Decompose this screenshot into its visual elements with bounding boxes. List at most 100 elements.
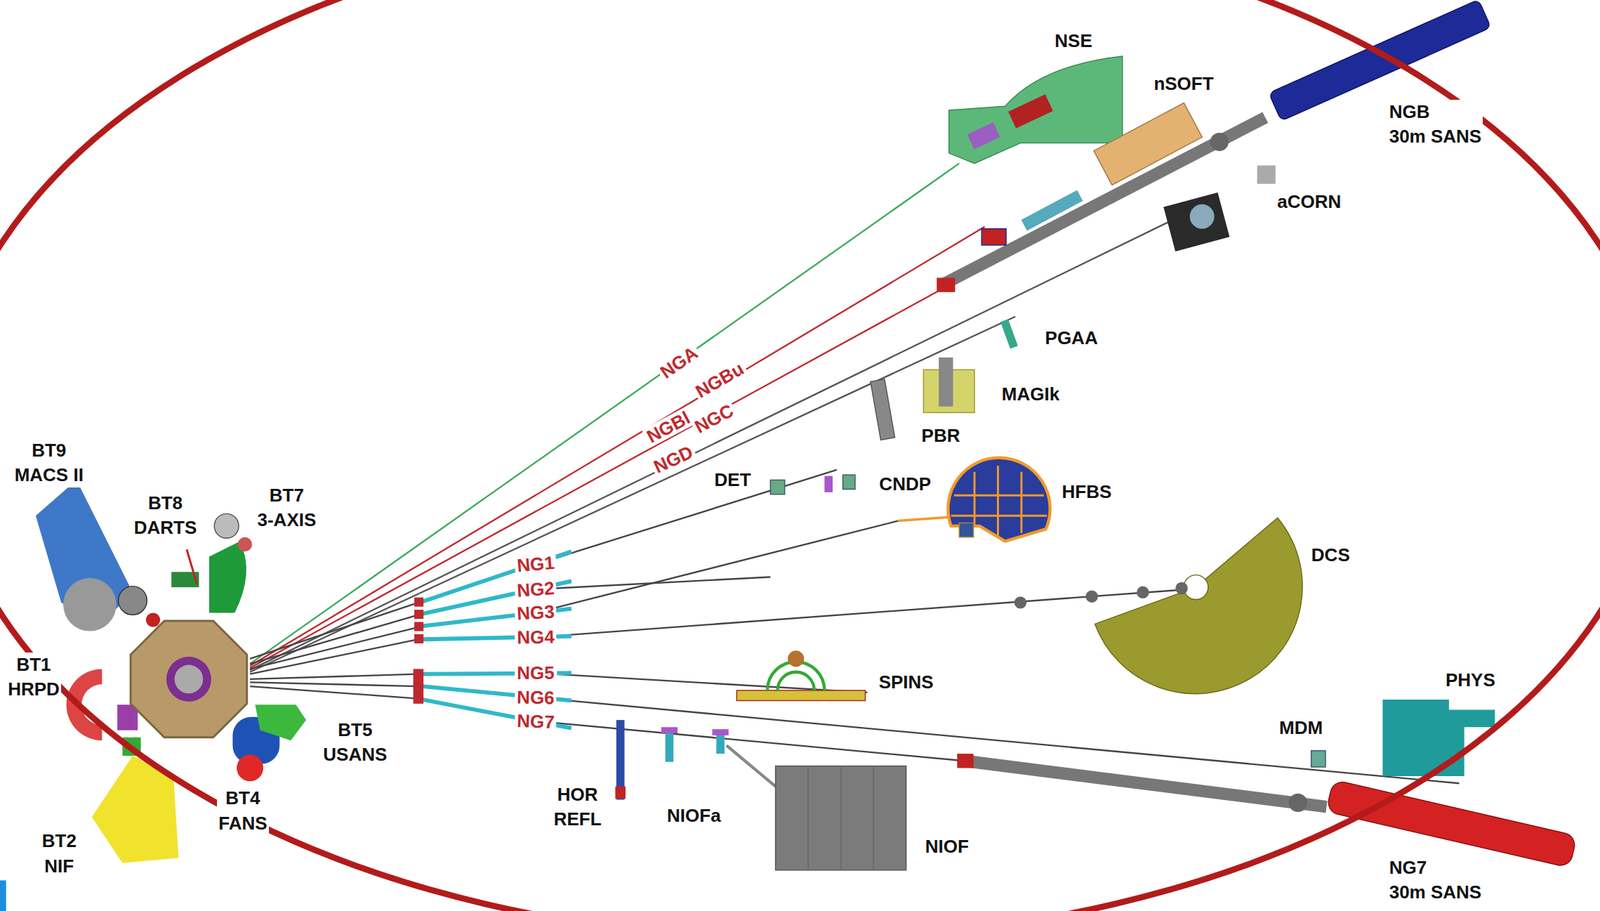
guide-flange — [1288, 793, 1308, 812]
instrument-name: BT9 — [13, 438, 85, 463]
guide-label: NGA — [654, 341, 703, 384]
instrument-label: SPINS — [877, 669, 936, 695]
instrument-name: CNDP — [877, 471, 933, 497]
guide-label: NG4 — [514, 626, 557, 648]
instrument-label: CNDP — [877, 471, 933, 497]
niof-panels — [808, 765, 874, 870]
bt4-spectrometer — [236, 754, 264, 782]
instrument-name: BT8 — [132, 490, 199, 516]
instrument-label: NGB30m SANS — [1387, 99, 1484, 149]
instrument-name: DET — [713, 467, 753, 493]
niofa-instrument — [716, 732, 725, 754]
shutter — [413, 668, 425, 703]
nse-coil — [1008, 94, 1054, 128]
guide-flange — [1210, 132, 1229, 151]
acorn-apparatus — [1163, 192, 1230, 252]
acorn-apparatus — [1189, 204, 1215, 229]
instrument-label: DET — [713, 467, 753, 493]
instrument-name: BT7 — [256, 483, 319, 508]
neutron-guides — [249, 163, 1459, 784]
guide-label: NGC — [690, 399, 739, 439]
instrument-label: PGAA — [1043, 325, 1100, 351]
instrument-name: NIOF — [923, 834, 971, 859]
bt5-instrument — [254, 704, 307, 740]
cndp-instrument — [843, 474, 856, 489]
grid-line — [1020, 471, 1023, 533]
guide-line — [249, 219, 1174, 670]
bt8-diffractometer — [118, 586, 148, 616]
grid-line — [954, 494, 1044, 497]
instrument-label: HOR REFL — [552, 782, 604, 832]
bt8-diffractometer — [146, 612, 161, 627]
guide-segment — [422, 551, 572, 601]
guide-flange — [1085, 589, 1098, 602]
guide-label: NGD — [648, 440, 698, 478]
instrument-label: PHYS — [1444, 667, 1497, 693]
instrument-label: BT73-AXIS — [256, 483, 319, 533]
bt1-diffractometer — [65, 668, 102, 740]
instrument-subtitle: FANS — [216, 810, 269, 836]
reactor-core — [166, 656, 212, 702]
instrument-label: BT1HRPD — [6, 652, 62, 702]
shutter — [414, 633, 424, 644]
spins-spectrometer — [736, 690, 865, 701]
mdm-instrument — [1311, 750, 1326, 767]
guide-line — [249, 469, 837, 659]
panel-line — [840, 765, 842, 870]
instrument-subtitle: MACS II — [13, 462, 85, 488]
dcs-guide-elements — [1014, 586, 1150, 609]
guide-line — [249, 287, 944, 668]
instrument-label: BT9MACS II — [13, 438, 85, 488]
instrument-name: DCS — [1310, 542, 1352, 568]
instrument-label: BT2NIF — [40, 828, 78, 878]
niof-duct — [726, 744, 776, 786]
niofa-instrument — [665, 730, 674, 762]
guide-flange — [1175, 582, 1188, 594]
instrument-label: MAGIk — [1000, 381, 1061, 407]
instrument-name: HFBS — [1060, 479, 1114, 505]
instrument-name: HOR REFL — [552, 782, 604, 832]
guide-flange — [1136, 586, 1149, 599]
instrument-subtitle: USANS — [321, 742, 389, 767]
cndp-instrument — [824, 475, 833, 493]
guide-label: NG3 — [514, 601, 558, 624]
guide-line — [249, 520, 898, 670]
instrument-name: NG7 — [1387, 855, 1484, 880]
guide-label: NG7 — [514, 710, 557, 732]
guide-line — [249, 589, 1189, 674]
instrument-label: NSE — [1053, 28, 1094, 54]
guide-shutters — [413, 597, 425, 704]
guide-shutter — [956, 753, 974, 768]
instrument-label: NIOF — [923, 834, 971, 859]
pgaa-instrument — [1000, 318, 1018, 349]
instrument-label: NG730m SANS — [1387, 855, 1484, 905]
grid-line — [951, 514, 1048, 517]
guide-label: NG5 — [514, 662, 557, 683]
nsoft-guide — [1021, 190, 1084, 231]
instrument-label: HFBS — [1060, 479, 1114, 505]
instrument-name: NIOFa — [665, 803, 723, 828]
hfbs-spectrometer — [947, 457, 1050, 542]
instrument-subtitle: 30m SANS — [1387, 879, 1484, 905]
reactor-core — [130, 620, 248, 738]
shutter — [414, 622, 424, 632]
guide-line — [249, 672, 868, 693]
nse-coil — [967, 122, 1001, 149]
instrument-name: PGAA — [1043, 325, 1100, 351]
instrument-subtitle: 3-AXIS — [256, 507, 319, 533]
instrument-name: BT4 — [216, 785, 269, 811]
instrument-label: aCORN — [1275, 189, 1343, 215]
panel-line — [872, 765, 874, 870]
instrument-name: MAGIk — [1000, 381, 1061, 407]
shutter — [414, 609, 424, 619]
grid-line — [973, 471, 976, 526]
instrument-label: BT4FANS — [216, 785, 269, 835]
sans-detector-vessel — [1326, 779, 1577, 868]
bt8-beam — [186, 549, 198, 584]
spins-analyzer — [787, 650, 804, 667]
grid-line — [996, 465, 1000, 536]
instrument-label: BT8DARTS — [132, 490, 199, 540]
guide-label: NG1 — [513, 551, 558, 575]
det-instrument — [770, 479, 785, 494]
